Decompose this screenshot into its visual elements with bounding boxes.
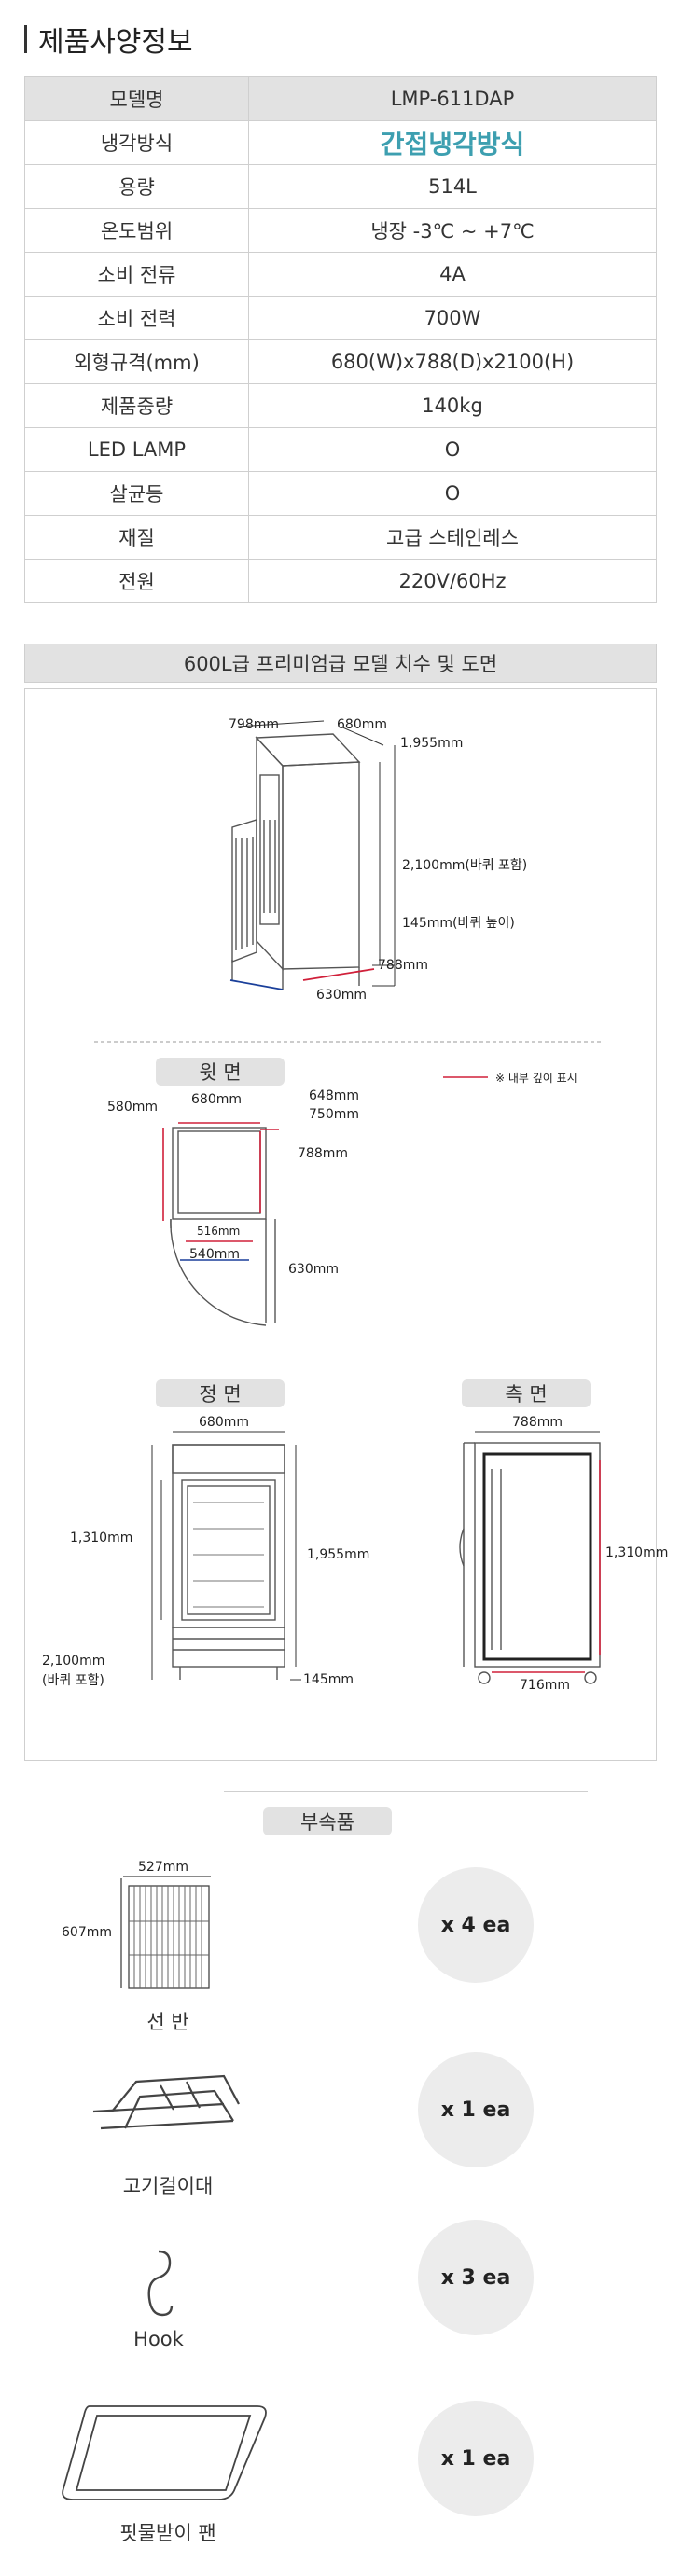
legend-text: ※ 내부 깊이 표시 [495,1072,577,1085]
side-view-drawing [459,1442,601,1684]
shelf-qty: x 4 ea [418,1867,534,1983]
front-h3b-label: (바퀴 포함) [42,1673,104,1688]
spec-key: 소비 전력 [24,296,249,340]
accessories-heading: 부속품 [263,1807,392,1835]
spec-key: 모델명 [24,76,249,121]
hook-name: Hook [133,2328,184,2350]
drip-pan-drawing [62,2405,267,2500]
front-wheel-label: 145mm [303,1672,354,1687]
top-d1-label: 580mm [107,1100,158,1115]
spec-value: 680(W)x788(D)x2100(H) [248,339,657,384]
drip-pan-qty: x 1 ea [418,2401,534,2516]
spec-value: 냉장 -3℃ ~ +7℃ [248,208,657,253]
top-view-red-dims [162,1122,279,1242]
iso-width-label: 798mm [229,717,279,732]
page-title: 제품사양정보 [24,21,193,59]
shelf-name: 선 반 [146,2011,189,2033]
spec-value: 514L [248,164,657,209]
spec-key: 소비 전류 [24,252,249,297]
spec-key: 재질 [24,515,249,560]
drawing-box: 798mm 680mm 1,955mm 2,100mm(바퀴 포함) 145mm… [24,688,668,1761]
top-d2-label: 680mm [191,1092,242,1107]
spec-key: 냉각방식 [24,120,249,165]
spec-value: 간접냉각방식 [248,120,657,165]
hook-qty: x 3 ea [418,2220,534,2335]
spec-row: 외형규격(mm)680(W)x788(D)x2100(H) [24,339,657,384]
spec-key: LED LAMP [24,427,249,472]
spec-value: 고급 스테인레스 [248,515,657,560]
shelf-drawing [120,1876,211,1989]
spec-key: 용량 [24,164,249,209]
spec-value: 220V/60Hz [248,559,657,603]
iso-dimension-lines [237,720,396,987]
side-depth-label: 788mm [512,1415,563,1430]
iso-depth-label: 680mm [337,717,387,732]
top-d6-label: 516mm [197,1225,241,1238]
front-h1-label: 1,310mm [70,1530,133,1545]
iso-wheel-label: 145mm(바퀴 높이) [402,916,515,931]
spec-value: 4A [248,252,657,297]
front-h3-label: 2,100mm [42,1654,105,1669]
meat-rack-drawing [92,2074,240,2130]
top-d8-label: 630mm [288,1262,339,1277]
top-d7-label: 540mm [189,1247,240,1262]
meat-rack-name: 고기걸이대 [122,2175,214,2197]
front-h2-label: 1,955mm [307,1547,370,1562]
spec-value: 700W [248,296,657,340]
shelf-height-label: 607mm [62,1925,112,1940]
spec-value: O [248,471,657,516]
hook-drawing [147,2250,174,2317]
top-d3-label: 648mm [309,1088,359,1103]
spec-key: 외형규격(mm) [24,339,249,384]
meat-rack-qty: x 1 ea [418,2052,534,2167]
shelf-width-label: 527mm [138,1860,188,1875]
front-view-drawing [172,1444,285,1680]
spec-key: 전원 [24,559,249,603]
title-bar [24,25,27,53]
iso-depth2-label: 788mm [378,958,428,973]
spec-key: 온도범위 [24,208,249,253]
drip-pan-name: 핏물받이 팬 [119,2522,216,2544]
spec-value: LMP-611DAP [248,76,657,121]
front-view-pill: 정 면 [156,1379,285,1407]
iso-height-label: 1,955mm [400,736,464,751]
front-view-dims [151,1431,301,1681]
title-text: 제품사양정보 [38,26,193,59]
drawing-heading: 600L급 프리미엄급 모델 치수 및 도면 [24,644,657,683]
side-inner-label: 716mm [520,1678,570,1693]
drawing-svg [94,720,604,1684]
iso-width2-label: 630mm [316,988,367,1003]
iso-cabinet-drawing [231,733,361,990]
top-d5-label: 788mm [298,1146,348,1161]
spec-value: O [248,427,657,472]
side-view-red-dims [492,1460,601,1673]
spec-key: 제품중량 [24,383,249,428]
side-height-label: 1,310mm [605,1545,669,1560]
iso-total-height-label: 2,100mm(바퀴 포함) [402,858,528,873]
side-view-pill: 측 면 [462,1379,591,1407]
top-view-pill: 윗 면 [156,1058,285,1086]
spec-value: 140kg [248,383,657,428]
top-d4-label: 750mm [309,1107,359,1122]
spec-key: 살균등 [24,471,249,516]
front-width-label: 680mm [199,1415,249,1430]
iso-dim-red [302,968,375,981]
accessories-divider [224,1791,588,1792]
iso-dim-blue [229,979,284,990]
